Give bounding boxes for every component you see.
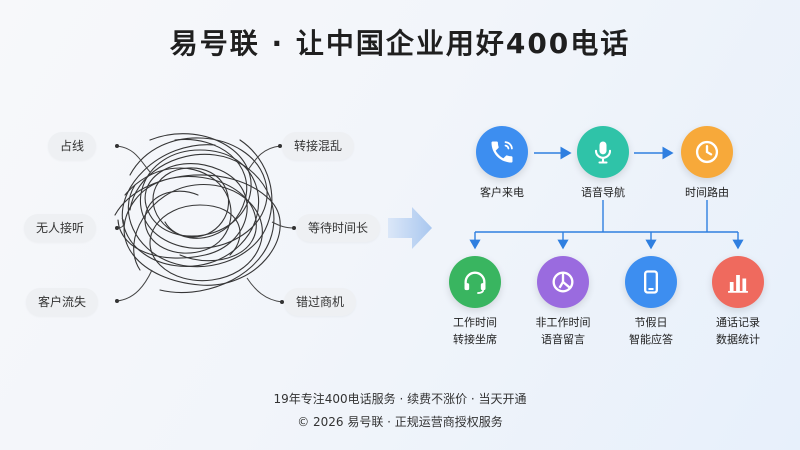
voicemail-icon <box>537 256 589 308</box>
problem-no-answer: 无人接听 <box>24 214 97 242</box>
clock-icon <box>681 126 733 178</box>
footer-tagline: 19年专注400电话服务 · 续费不涨价 · 当天开通 <box>273 392 527 406</box>
node-label-after-hours: 非工作时间语音留言 <box>535 316 591 346</box>
problem-missed-opportunity: 错过商机 <box>284 288 357 316</box>
footer-copyright: © 2026 易号联 · 正规运营商授权服务 <box>297 415 503 429</box>
node-label-call-records: 通话记录数据统计 <box>716 316 760 346</box>
microphone-icon <box>577 126 629 178</box>
page-title: 易号联 · 让中国企业用好400电话 <box>169 27 631 60</box>
node-label-working-hours: 工作时间转接坐席 <box>453 316 497 346</box>
headset-icon <box>449 256 501 308</box>
bar-chart-icon <box>712 256 764 308</box>
tangled-lines-illustration <box>114 133 281 294</box>
transition-arrow <box>388 207 432 249</box>
problem-customer-loss: 客户流失 <box>26 288 99 316</box>
node-label-voice-navigation: 语音导航 <box>581 186 625 199</box>
node-label-incoming-call: 客户来电 <box>480 186 524 199</box>
problem-long-wait: 等待时间长 <box>296 214 381 242</box>
problem-busy-line: 占线 <box>48 132 97 160</box>
phone-icon <box>476 126 528 178</box>
node-label-holidays: 节假日智能应答 <box>629 316 673 346</box>
node-label-time-routing: 时间路由 <box>685 186 729 199</box>
problem-transfer-chaos: 转接混乱 <box>282 132 355 160</box>
mobile-phone-icon <box>625 256 677 308</box>
